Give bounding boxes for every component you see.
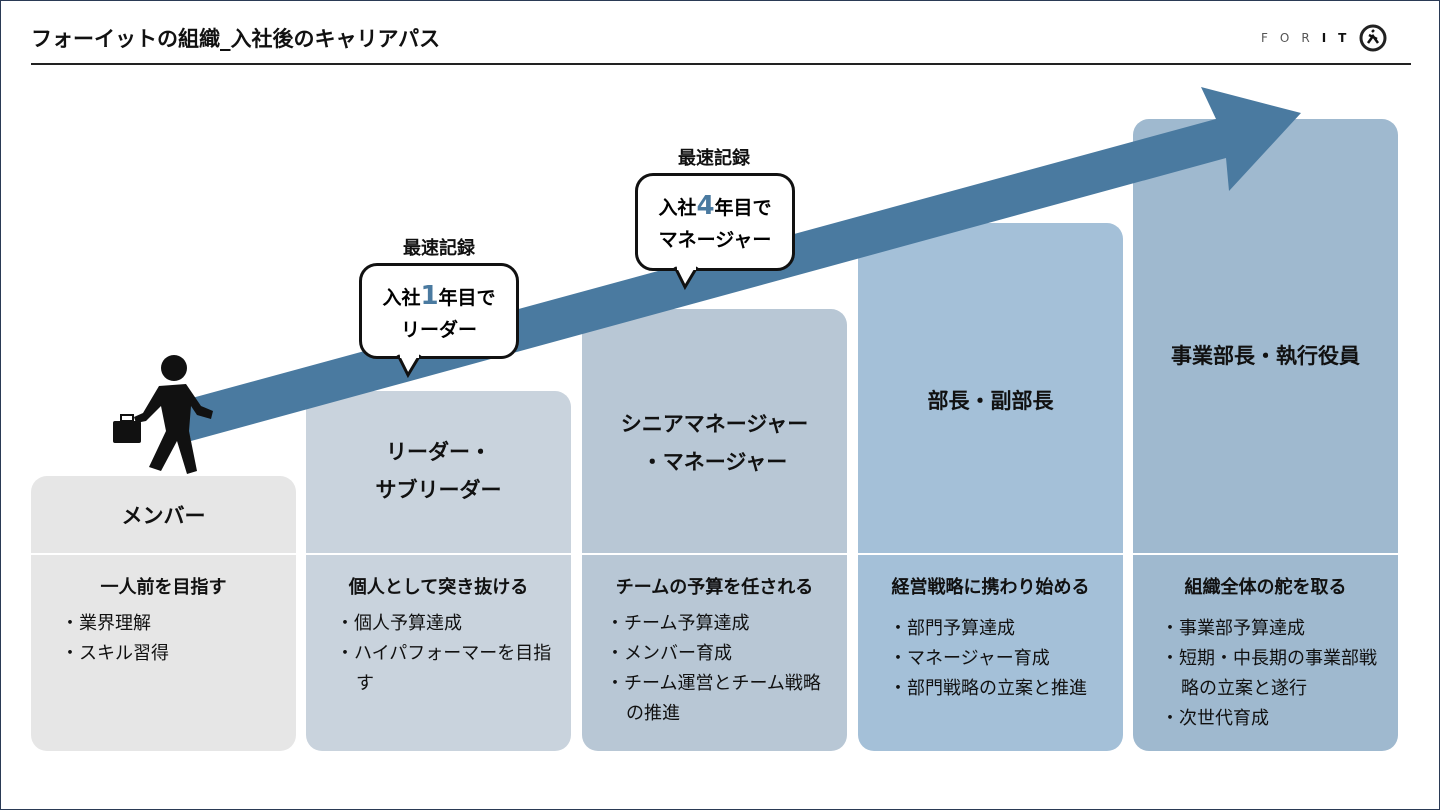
career-card-1: メンバー 一人前を目指す 業界理解スキル習得 [31,476,296,751]
list-item: 短期・中長期の事業部戦略の立案と遂行 [1161,644,1386,704]
speech-bubble-manager: 入社4年目で マネージャー [635,173,795,271]
card-divider [582,553,847,555]
list-item: チーム運営とチーム戦略の推進 [606,669,835,729]
list-item: メンバー育成 [606,639,835,669]
bubble-text: 入社 [658,197,697,219]
card-headline: 一人前を目指す [100,577,227,598]
responsibility-list: 部門予算達成マネージャー育成部門戦略の立案と推進 [889,614,1111,704]
list-item: マネージャー育成 [889,644,1111,674]
bubble-tail [396,353,422,379]
role-title: リーダー・ サブリーダー [375,440,502,502]
list-item: 次世代育成 [1161,704,1386,734]
list-item: 業界理解 [61,609,284,639]
bubble-text: 年目で [438,287,496,309]
logo-text: FORIT [1261,31,1359,45]
record-label-1: 最速記録 [403,238,475,259]
career-card-3: シニアマネージャー ・マネージャー チームの予算を任される チーム予算達成メンバ… [582,309,847,751]
card-headline: チームの予算を任される [615,577,814,598]
bubble-year: 1 [420,281,439,311]
title-divider [31,63,1411,65]
list-item: 個人予算達成 [336,609,559,639]
bubble-year: 4 [696,191,715,221]
bubble-role: リーダー [400,319,477,341]
responsibility-list: チーム予算達成メンバー育成チーム運営とチーム戦略の推進 [606,609,835,729]
list-item: 部門戦略の立案と推進 [889,674,1111,704]
career-card-2: リーダー・ サブリーダー 個人として突き抜ける 個人予算達成ハイパフォーマーを目… [306,391,571,751]
card-divider [306,553,571,555]
role-title: 事業部長・執行役員 [1171,344,1360,368]
businessman-icon [113,355,213,474]
list-item: チーム予算達成 [606,609,835,639]
role-title: メンバー [121,504,206,528]
career-card-4: 部長・副部長 経営戦略に携わり始める 部門予算達成マネージャー育成部門戦略の立案… [858,223,1123,751]
card-headline: 個人として突き抜ける [348,577,529,598]
list-item: 部門予算達成 [889,614,1111,644]
bubble-tail [673,265,699,291]
role-title: 部長・副部長 [927,389,1054,413]
card-divider [1133,553,1398,555]
career-card-5: 事業部長・執行役員 組織全体の舵を取る 事業部予算達成短期・中長期の事業部戦略の… [1133,119,1398,751]
role-title: シニアマネージャー ・マネージャー [620,412,809,474]
forit-logo: FORIT [1261,23,1388,53]
card-divider [31,553,296,555]
card-headline: 組織全体の舵を取る [1184,577,1347,598]
responsibility-list: 業界理解スキル習得 [61,609,284,669]
speech-bubble-leader: 入社1年目で リーダー [359,263,519,359]
list-item: 事業部予算達成 [1161,614,1386,644]
running-person-circle-icon [1359,24,1387,52]
list-item: スキル習得 [61,639,284,669]
responsibility-list: 個人予算達成ハイパフォーマーを目指す [336,609,559,699]
bubble-text: 入社 [382,287,421,309]
list-item: ハイパフォーマーを目指す [336,639,559,699]
page-title: フォーイットの組織_入社後のキャリアパス [31,27,441,51]
card-divider [858,553,1123,555]
responsibility-list: 事業部予算達成短期・中長期の事業部戦略の立案と遂行次世代育成 [1161,614,1386,734]
record-label-2: 最速記録 [678,148,750,169]
bubble-text: 年目で [714,197,772,219]
card-headline: 経営戦略に携わり始める [891,577,1090,598]
bubble-role: マネージャー [658,229,772,251]
